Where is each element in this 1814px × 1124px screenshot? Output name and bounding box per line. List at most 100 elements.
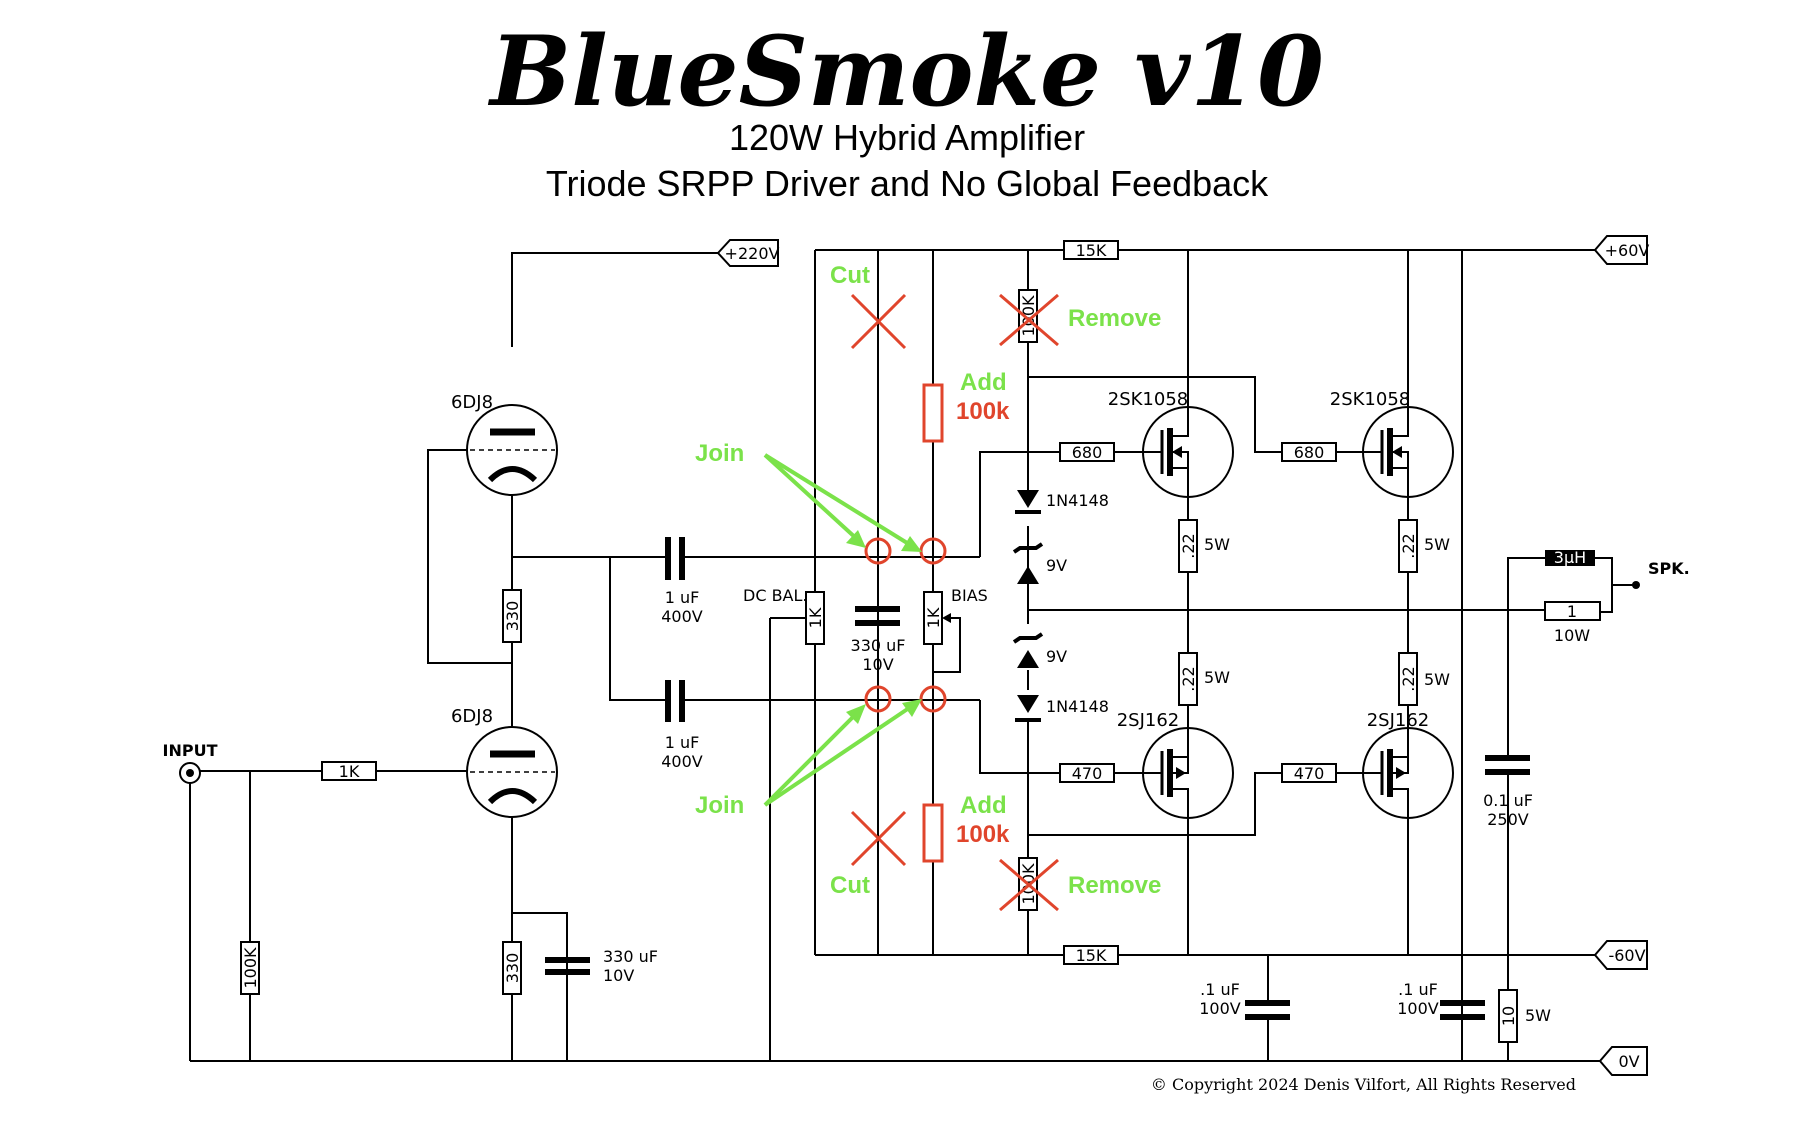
svg-text:400V: 400V xyxy=(661,607,703,626)
svg-text:470: 470 xyxy=(1294,764,1325,783)
resistor-470-b: 470 xyxy=(1281,763,1337,783)
capacitor-coupling-bottom: 1 uF 400V xyxy=(652,680,980,771)
remove-mark-bottom xyxy=(999,858,1059,912)
svg-text:330: 330 xyxy=(503,953,522,984)
join-circle-1 xyxy=(864,537,892,565)
rail-zero-label: 0V xyxy=(1618,1052,1639,1071)
svg-text:250V: 250V xyxy=(1487,810,1529,829)
rail-plus60-label: +60V xyxy=(1605,241,1650,260)
svg-text:10W: 10W xyxy=(1554,626,1590,645)
capacitor-rail-a: .1 uF 100V xyxy=(1199,955,1290,1061)
resistor-input-1k: 1K xyxy=(321,761,377,781)
join-circle-3 xyxy=(864,685,892,713)
note-remove-bottom: Remove xyxy=(1068,872,1161,899)
dc-bal-label: DC BAL. xyxy=(743,586,808,605)
svg-text:1K: 1K xyxy=(806,607,825,628)
svg-text:3µH: 3µH xyxy=(1554,548,1586,567)
input-jack: INPUT xyxy=(163,741,467,1061)
schematic-subtitle-2: Triode SRPP Driver and No Global Feedbac… xyxy=(546,163,1269,204)
tube-upper: 6DJ8 xyxy=(451,392,558,496)
resistor-input-100k: 100K xyxy=(240,941,260,995)
svg-text:330 uF: 330 uF xyxy=(603,947,658,966)
resistor-15k-top: 15K xyxy=(1063,240,1119,260)
svg-text:400V: 400V xyxy=(661,752,703,771)
pot-dc-bal: 1K DC BAL. xyxy=(743,586,825,645)
mosfet-q2: 2SK1058 xyxy=(1330,250,1454,520)
svg-text:470: 470 xyxy=(1072,764,1103,783)
svg-text:.22: .22 xyxy=(1179,666,1198,691)
svg-text:5W: 5W xyxy=(1525,1006,1551,1025)
svg-text:100V: 100V xyxy=(1397,999,1439,1018)
mosfet-q3: 2SJ162 xyxy=(1117,705,1234,955)
output-network: 0.1 uF 250V 3µH 1 10W SPK. xyxy=(1483,548,1690,955)
rail-plus60: +60V xyxy=(815,235,1650,265)
svg-text:680: 680 xyxy=(1294,443,1325,462)
mosfet-q4: 2SJ162 xyxy=(1362,705,1454,955)
rail-minus60: -60V xyxy=(815,940,1648,970)
svg-text:1 uF: 1 uF xyxy=(665,588,700,607)
resistor-680-a: 680 xyxy=(1059,442,1115,462)
rail-plus220-label: +220V xyxy=(725,244,780,263)
cut-mark-bottom xyxy=(850,810,907,867)
note-cut-top: Cut xyxy=(830,262,870,289)
note-join-top: Join xyxy=(695,440,744,467)
schematic-subtitle-1: 120W Hybrid Amplifier xyxy=(729,117,1085,158)
tube-lower: 6DJ8 xyxy=(451,706,558,818)
note-add-bottom-1: Add xyxy=(960,792,1007,819)
svg-text:.22: .22 xyxy=(1399,666,1418,691)
svg-text:5W: 5W xyxy=(1424,535,1450,554)
join-circle-4 xyxy=(919,685,947,713)
svg-text:5W: 5W xyxy=(1424,670,1450,689)
svg-text:2SJ162: 2SJ162 xyxy=(1117,710,1180,731)
resistor-330-lower: 330 xyxy=(502,941,522,995)
cut-mark-top xyxy=(850,293,907,350)
note-add-bottom-2: 100k xyxy=(956,821,1010,848)
join-arrows-bottom xyxy=(763,699,922,807)
source-resistors: .22 5W .22 5W .22 5W .22 5W xyxy=(1178,519,1450,706)
tube-lower-label: 6DJ8 xyxy=(451,706,493,727)
svg-text:330 uF: 330 uF xyxy=(851,636,906,655)
svg-text:5W: 5W xyxy=(1204,535,1230,554)
resistor-330-upper: 330 xyxy=(502,589,522,643)
rail-minus60-label: -60V xyxy=(1608,946,1645,965)
pot-bias: 1K BIAS xyxy=(923,586,988,645)
svg-text:9V: 9V xyxy=(1046,647,1067,666)
speaker-label: SPK. xyxy=(1648,559,1690,578)
resistor-470-a: 470 xyxy=(1059,763,1115,783)
capacitor-rail-b: .1 uF 100V xyxy=(1397,980,1485,1020)
svg-text:.1 uF: .1 uF xyxy=(1200,980,1240,999)
svg-text:9V: 9V xyxy=(1046,556,1067,575)
added-resistor-bottom xyxy=(922,803,944,863)
svg-text:2SK1058: 2SK1058 xyxy=(1330,389,1411,410)
mosfet-q1: 2SK1058 xyxy=(1108,250,1234,520)
svg-text:10V: 10V xyxy=(603,966,634,985)
resistor-10-zobel: 10 5W xyxy=(1498,955,1551,1061)
capacitor-cathode: 330 uF 10V xyxy=(545,947,658,1061)
svg-text:100V: 100V xyxy=(1199,999,1241,1018)
svg-text:1K: 1K xyxy=(924,607,943,628)
svg-text:0.1 uF: 0.1 uF xyxy=(1483,791,1533,810)
svg-text:1N4148: 1N4148 xyxy=(1046,697,1109,716)
svg-text:1: 1 xyxy=(1567,602,1577,621)
svg-text:100K: 100K xyxy=(241,947,260,989)
svg-text:1K: 1K xyxy=(339,762,360,781)
svg-text:15K: 15K xyxy=(1076,241,1107,260)
rail-plus220: +220V xyxy=(511,239,780,347)
svg-text:1N4148: 1N4148 xyxy=(1046,491,1109,510)
resistor-15k-bottom: 15K xyxy=(1063,945,1119,965)
note-cut-bottom: Cut xyxy=(830,872,870,899)
svg-text:2SJ162: 2SJ162 xyxy=(1367,710,1430,731)
svg-text:10: 10 xyxy=(1499,1006,1518,1026)
copyright-notice: © Copyright 2024 Denis Vilfort, All Righ… xyxy=(1151,1075,1576,1094)
note-remove-top: Remove xyxy=(1068,305,1161,332)
join-arrows-top xyxy=(763,453,922,552)
svg-text:1 uF: 1 uF xyxy=(665,733,700,752)
schematic-title: BlueSmoke v10 xyxy=(487,15,1324,128)
svg-text:10V: 10V xyxy=(862,655,893,674)
added-resistor-top xyxy=(922,383,944,443)
svg-text:15K: 15K xyxy=(1076,946,1107,965)
note-add-top-1: Add xyxy=(960,369,1007,396)
resistor-680-b: 680 xyxy=(1281,442,1337,462)
svg-text:2SK1058: 2SK1058 xyxy=(1108,389,1189,410)
